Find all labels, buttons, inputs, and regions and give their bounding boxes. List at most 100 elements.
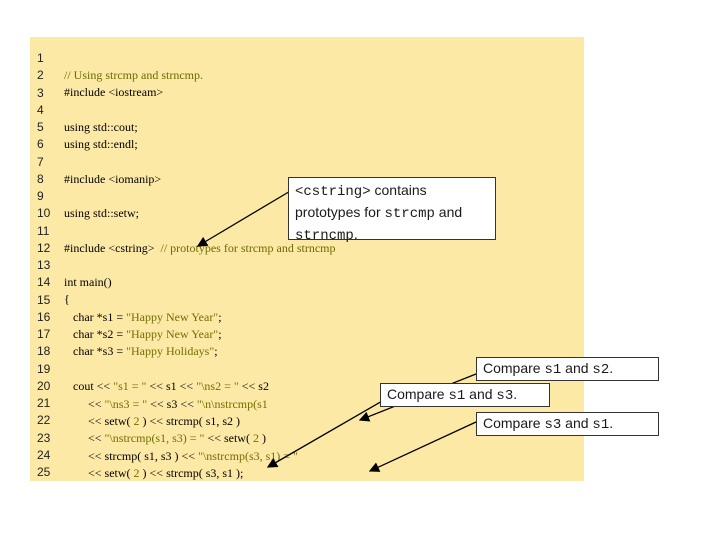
- line-number: 9: [37, 189, 44, 203]
- callout-code: s2: [592, 362, 610, 378]
- line-number: 17: [37, 327, 51, 341]
- code-text: ): [258, 431, 266, 445]
- callout-text: .: [609, 360, 614, 376]
- number-literal: 2: [133, 414, 140, 428]
- line-number: 3: [37, 85, 44, 100]
- string-literal: "Happy New Year": [126, 327, 219, 341]
- line-number: 7: [37, 154, 44, 169]
- code-text: <<: [64, 397, 105, 411]
- callout-text: and: [561, 415, 593, 431]
- code-text: << s2: [238, 379, 269, 393]
- code-text: ) << strcmp( s1, s2 ): [139, 414, 241, 428]
- code-line-24: << strcmp( s1, s3 ) << "\nstrcmp(s3, s1)…: [64, 448, 298, 464]
- code-line-5: using std::cout;: [64, 120, 138, 134]
- arrow-cstring: [196, 189, 293, 247]
- code-text: << setw(: [204, 431, 253, 445]
- line-number: 10: [37, 206, 51, 221]
- callout-text: and: [434, 204, 463, 220]
- code-line-6: using std::endl;: [64, 137, 138, 151]
- callout-code: strcmp: [384, 206, 435, 222]
- callout-code: s1: [544, 362, 562, 378]
- code-text: << s3 <<: [147, 397, 197, 411]
- code-line-18: char *s3 = "Happy Holidays";: [64, 343, 218, 359]
- code-text: ;: [218, 310, 222, 324]
- code-line-25: << setw( 2 ) << strcmp( s3, s1 );: [64, 465, 243, 481]
- code-text: char *s2 =: [64, 327, 127, 341]
- callout-text: contains: [370, 182, 427, 198]
- string-literal: "Happy New Year": [126, 310, 219, 324]
- callout-compare-s1-s3: Compare s1 and s3.: [380, 383, 550, 407]
- include-cstring: #include <cstring>: [64, 241, 155, 255]
- string-literal: "\nstrcmp(s1, s3) = ": [104, 431, 205, 445]
- line-number: 11: [37, 223, 50, 238]
- code-text: << strcmp( s1, s3 ) <<: [64, 449, 199, 463]
- code-text: ;: [214, 344, 218, 358]
- code-text: << setw(: [64, 466, 134, 480]
- code-line-23: << "\nstrcmp(s1, s3) = " << setw( 2 ): [64, 430, 266, 446]
- line-number: 14: [37, 275, 51, 290]
- line-number: 15: [37, 292, 51, 307]
- callout-code: s1: [448, 388, 466, 404]
- code-line-17: char *s2 = "Happy New Year";: [64, 326, 222, 342]
- line-number: 6: [37, 137, 44, 152]
- code-line-16: char *s1 = "Happy New Year";: [64, 309, 222, 325]
- line-number: 12: [37, 240, 51, 255]
- line-number: 20: [37, 378, 51, 393]
- line-number: 18: [37, 344, 51, 359]
- code-text: char *s3 =: [64, 344, 127, 358]
- string-literal: "\ns2 = ": [196, 379, 239, 393]
- code-line-10: using std::setw;: [64, 206, 140, 220]
- line-number: 5: [37, 120, 44, 134]
- callout-code: s3: [496, 388, 514, 404]
- number-literal: 2: [252, 431, 259, 445]
- code-text: << s1 <<: [146, 379, 197, 393]
- code-text: ) << strcmp( s3, s1 );: [139, 466, 244, 480]
- line-number: 22: [37, 413, 51, 428]
- string-literal: "Happy Holidays": [126, 344, 215, 358]
- code-text: ;: [218, 327, 222, 341]
- line-number: 16: [37, 309, 51, 324]
- code-listing-panel: [30, 37, 584, 481]
- callout-text: .: [353, 226, 358, 242]
- code-line-12: #include <cstring> // prototypes for str…: [64, 240, 335, 256]
- arrow-s3s1: [368, 421, 477, 472]
- string-literal: "\n\nstrcmp(s1: [196, 397, 268, 411]
- callout-text: .: [513, 386, 518, 402]
- code-text: char *s1 =: [64, 310, 127, 324]
- code-line-2: // Using strcmp and strncmp.: [64, 67, 203, 83]
- callout-text: and: [561, 360, 593, 376]
- callout-text: Compare: [387, 386, 449, 402]
- line-number: 4: [37, 102, 44, 117]
- line-number: 21: [37, 396, 51, 410]
- code-line-14: int main(): [64, 275, 112, 289]
- number-literal: 2: [133, 466, 140, 480]
- callout-text: and: [465, 386, 497, 402]
- callout-text: .: [609, 415, 614, 431]
- code-line-3: #include <iostream>: [64, 85, 164, 99]
- code-text: << setw(: [64, 414, 134, 428]
- code-line-8: #include <iomanip>: [64, 172, 162, 186]
- code-line-20: cout << "s1 = " << s1 << "\ns2 = " << s2: [64, 378, 269, 394]
- comment: // prototypes for strcmp and strncmp: [160, 241, 336, 255]
- code-text: cout <<: [64, 379, 114, 393]
- line-number: 13: [37, 258, 51, 272]
- line-number: 19: [37, 361, 51, 376]
- callout-code: s1: [592, 417, 610, 433]
- callout-code: s3: [544, 417, 562, 433]
- callout-code: <cstring>: [295, 184, 371, 200]
- line-number: 25: [37, 465, 51, 479]
- arrow-s1s3: [266, 399, 385, 468]
- callout-compare-s3-s1: Compare s3 and s1.: [476, 412, 659, 436]
- callout-text: Compare: [483, 415, 545, 431]
- code-line-22: << setw( 2 ) << strcmp( s1, s2 ): [64, 413, 240, 429]
- line-number: 24: [37, 447, 51, 462]
- line-number: 2: [37, 68, 44, 83]
- line-number: 1: [37, 51, 44, 65]
- callout-code: strncmp: [295, 228, 354, 244]
- code-text: <<: [64, 431, 105, 445]
- line-number: 8: [37, 171, 44, 186]
- callout-text: prototypes for: [295, 204, 385, 220]
- code-line-21: << "\ns3 = " << s3 << "\n\nstrcmp(s1: [64, 396, 268, 412]
- comment: // Using strcmp and strncmp.: [64, 68, 203, 82]
